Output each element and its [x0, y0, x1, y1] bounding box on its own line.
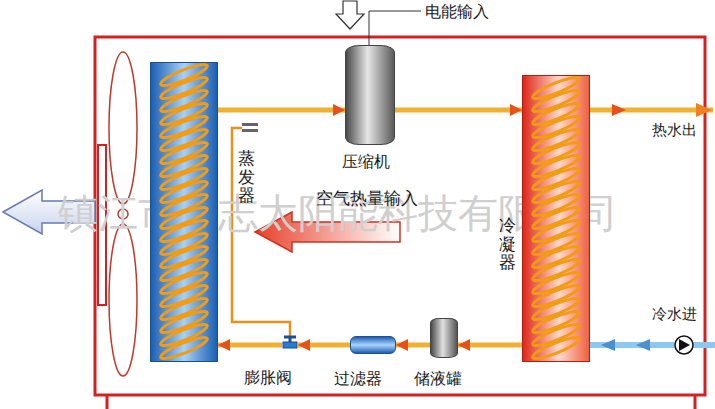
part-name: 过滤器 [334, 369, 382, 388]
sensing-bulb [242, 129, 258, 132]
refrigerant-pipe [218, 343, 282, 348]
refrigerant-pipe [458, 343, 522, 348]
flow-arrow [636, 339, 650, 351]
coil-windings [523, 76, 589, 361]
part-name: 储液罐 [414, 369, 462, 388]
part-name: 蒸发器 [238, 149, 255, 205]
flow-arrow [612, 104, 626, 116]
hot-water-label: 热水出 [652, 121, 697, 140]
expansion-valve: 膨胀阀 [282, 334, 298, 356]
hot-water-pipe [590, 108, 713, 113]
receiver-tank: 储液罐 [430, 318, 458, 358]
cold-water-label: 冷水进 [652, 305, 697, 324]
fan-blade [109, 52, 137, 204]
part-name: 膨胀阀 [244, 368, 292, 387]
power-input-label: 电能输入 [425, 2, 489, 23]
sensing-bulb [242, 123, 258, 126]
valve-symbol [282, 334, 298, 356]
part-name: 冷凝器 [499, 216, 516, 272]
housing-leg [694, 395, 697, 409]
compressor: 压缩机 [345, 45, 395, 145]
part-name: 压缩机 [342, 152, 390, 171]
flow-arrow [601, 339, 615, 351]
coil-turn [159, 334, 209, 361]
housing-leg [106, 395, 109, 409]
coil-turn [531, 334, 581, 361]
refrigerant-pipe [395, 108, 522, 113]
flow-arrow [696, 103, 712, 117]
condenser-panel: 冷凝器 [522, 75, 590, 362]
leader-line [369, 11, 421, 46]
coil-windings [151, 63, 217, 361]
pump-symbol [679, 339, 690, 351]
refrigerant-pipe [298, 343, 350, 348]
refrigerant-pipe [218, 108, 345, 113]
evaporator-panel: 蒸发器 [150, 62, 218, 362]
fan-blade [109, 224, 137, 376]
power-arrow [336, 1, 364, 29]
filter: 过滤器 [350, 336, 396, 354]
air-heat-label: 空气热量输入 [316, 187, 418, 210]
refrigerant-pipe [396, 343, 430, 348]
water-pump [675, 336, 693, 354]
